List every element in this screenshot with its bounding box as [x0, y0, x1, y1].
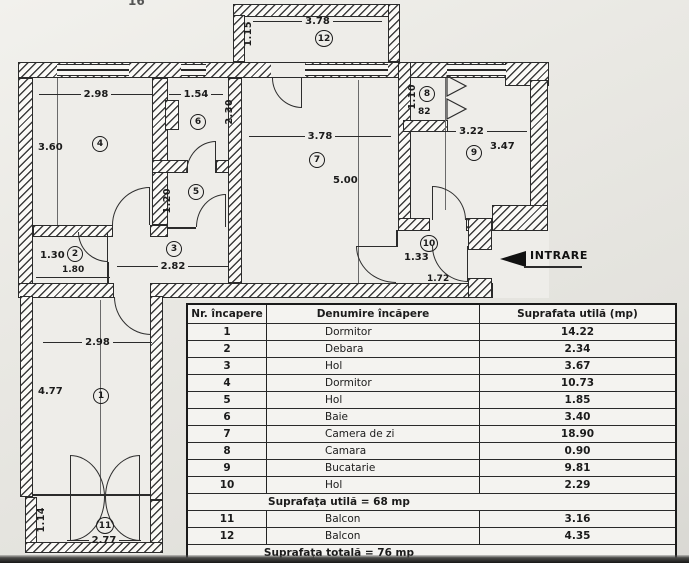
room-label-3: 3 [166, 241, 182, 257]
dim-room7-width: 3.78 [246, 129, 394, 143]
partition-line [168, 227, 196, 229]
room-label-10: 10 [420, 235, 438, 252]
wall-segment [150, 500, 163, 543]
witness-line [57, 78, 58, 225]
partition-line [396, 230, 398, 247]
wall-segment [492, 205, 548, 231]
dim-room7-height: 5.00 [333, 175, 358, 186]
window [305, 64, 388, 76]
wall-segment [150, 296, 163, 500]
dim-room6-width: 1.54 [166, 88, 226, 101]
entrance-underline [524, 266, 582, 268]
dim-room9-width: 3.22 [413, 125, 530, 138]
wall-segment [388, 4, 400, 62]
dim-room6-height: 2.30 [224, 99, 235, 125]
door-opening [271, 63, 305, 77]
dim-room10-width: 1.33 [404, 252, 429, 263]
room-label-12: 12 [315, 30, 333, 47]
dim-balcony11-width: 2.77 [64, 534, 144, 547]
dim-room3-width: 2.82 [114, 260, 232, 273]
subtotal-text: Suprafaţa utilă = 68 mp [268, 496, 410, 508]
wall-segment [468, 278, 492, 298]
dim-room2-height: 1.30 [40, 250, 65, 261]
dim-room5-height: 1.20 [162, 188, 173, 214]
dim-balcony12-width: 3.78 [250, 15, 385, 28]
dim-room2-width: 1.80 [62, 265, 85, 275]
dim-room1-width: 2.98 [40, 336, 155, 349]
room-areas-table: Nr. încapere Denumire încăpere Suprafata… [186, 303, 677, 563]
header-nr: Nr. încapere [188, 305, 267, 323]
table-subtotal-row: Suprafaţa utilă = 68 mp [188, 493, 675, 510]
partition-line [107, 262, 109, 283]
room-label-5: 5 [188, 184, 204, 200]
wall-segment [18, 78, 33, 298]
dim-room9-height: 3.47 [490, 141, 515, 152]
wall-segment [165, 100, 179, 130]
wall-segment [150, 225, 168, 237]
wall-segment [505, 62, 549, 86]
header-name: Denumire încăpere [267, 305, 480, 323]
dim-room1-height: 4.77 [38, 386, 63, 397]
room-label-1: 1 [93, 388, 109, 404]
dimension-line [36, 277, 110, 278]
dim-room4-width: 2.98 [36, 88, 156, 101]
dim-room8-width: 82 [418, 107, 431, 117]
room-label-8: 8 [419, 86, 435, 102]
wall-segment [150, 283, 493, 298]
wall-segment [152, 160, 188, 173]
room-label-2: 2 [67, 246, 83, 262]
witness-line [358, 80, 359, 283]
window [57, 64, 129, 76]
wall-segment [468, 218, 492, 250]
wall-segment [18, 283, 114, 298]
header-area: Suprafata utilă (mp) [517, 308, 638, 320]
photo-bottom-edge [0, 555, 689, 563]
bifold-door-icon [446, 75, 468, 120]
room-label-4: 4 [92, 136, 108, 152]
window [447, 64, 506, 76]
room-label-11: 11 [96, 517, 114, 534]
room-label-9: 9 [466, 145, 482, 161]
wall-segment [398, 218, 430, 231]
dim-room4-height: 3.60 [38, 142, 63, 153]
dim-room8-height: 1.10 [407, 84, 418, 110]
room-label-7: 7 [309, 152, 325, 168]
dim-balcony11-depth: 1.14 [36, 507, 47, 533]
wall-segment [33, 225, 113, 237]
dim-room10-bottom: 1.72 [427, 274, 450, 284]
wall-segment [20, 296, 33, 497]
cropped-top-text: 16 [128, 0, 145, 5]
entrance-label: INTRARE [530, 249, 588, 262]
wall-segment [152, 78, 168, 225]
wall-segment [530, 80, 548, 208]
room-label-6: 6 [190, 114, 206, 130]
table-header-row: Nr. încapere Denumire încăpere Suprafata… [188, 305, 675, 323]
dim-balcony12-depth: 1.15 [243, 21, 254, 47]
wall-segment [233, 15, 245, 62]
window [181, 64, 206, 76]
wall-segment [228, 78, 242, 283]
witness-line [445, 78, 446, 210]
entrance-arrow-icon [500, 251, 526, 267]
